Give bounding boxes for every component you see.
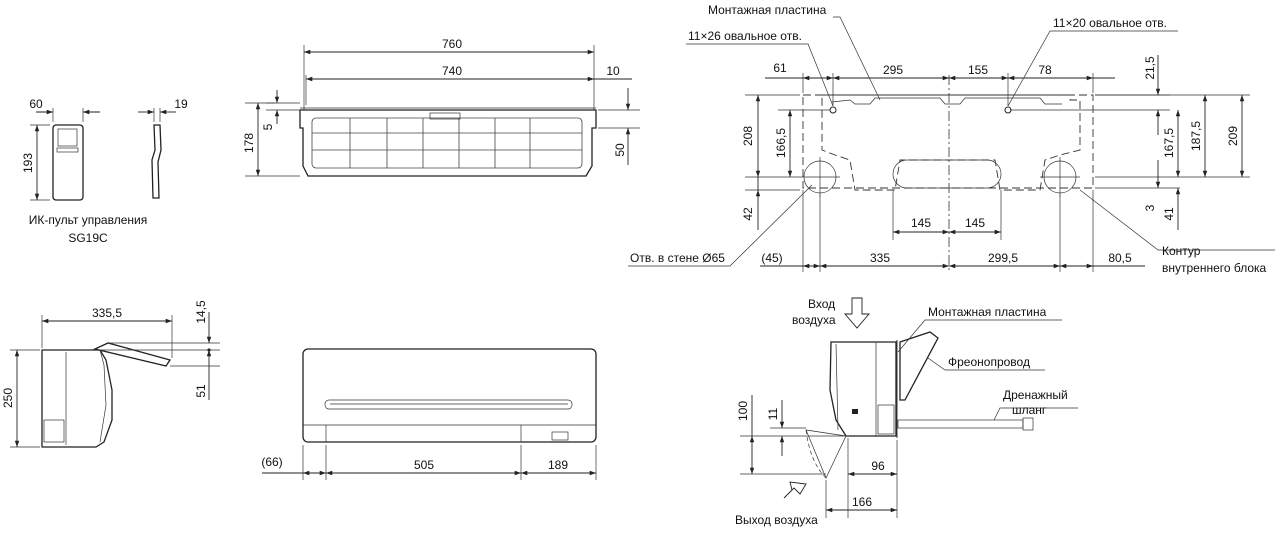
plate-hole-right-label: 11×20 овальное отв. (1053, 16, 1167, 30)
install-height-dim: 100 (736, 401, 750, 421)
plate-top-dim-0: 61 (773, 61, 787, 75)
bottom-right-dim: 189 (548, 458, 568, 472)
side-height-dim: 250 (1, 388, 15, 408)
unit-top-view: 760 740 10 5 178 50 (242, 37, 640, 177)
remote-height-dim: 193 (21, 153, 35, 173)
plate-bottom-dim-3: 80,5 (1108, 251, 1132, 265)
plate-right-top-dim: 21,5 (1143, 56, 1157, 80)
unit-front-view: (66) 505 189 (261, 348, 597, 480)
bottom-left-dim: (66) (261, 455, 282, 469)
plate-right-bottom-dim-0: 3 (1143, 204, 1157, 211)
plate-outline-label-2: внутреннего блока (1162, 261, 1267, 275)
remote-width-dim: 60 (29, 97, 43, 111)
air-out-label: Выход воздуха (735, 513, 818, 527)
install-dim-96: 96 (871, 459, 885, 473)
drain-label-1: Дренажный (1003, 388, 1068, 402)
side-bottom-dim: 51 (194, 384, 208, 398)
install-small-dim: 11 (766, 407, 780, 420)
unit-side-view: 335,5 14,5 51 250 (1, 300, 220, 448)
plate-top-dim-3: 78 (1038, 63, 1052, 77)
remote-depth-dim: 19 (174, 97, 188, 111)
plate-bottom-dim-1: 335 (870, 251, 890, 265)
plate-label: Монтажная пластина (708, 3, 827, 17)
plate-right-bottom-dim-1: 41 (1162, 207, 1176, 221)
plate-center-dim-0: 145 (911, 216, 931, 230)
plate-hole-left-label: 11×26 овальное отв. (688, 29, 802, 43)
bottom-mid-dim: 505 (414, 458, 434, 472)
plate-left-dim-0: 208 (741, 126, 755, 146)
plate-right-dim-1: 187,5 (1189, 121, 1203, 151)
air-in-label-2: воздуха (792, 313, 836, 327)
plate-center-dim-1: 145 (965, 216, 985, 230)
plate-left-dim-1: 166,5 (774, 128, 788, 158)
front-width-760: 760 (442, 37, 462, 51)
front-top-5: 5 (261, 123, 275, 130)
front-offset-10: 10 (606, 64, 620, 78)
front-width-740: 740 (442, 64, 462, 78)
remote-control-views: 60 193 19 ИК-пульт управления SG19C (21, 97, 188, 245)
plate-outline-label-1: Контур (1162, 244, 1201, 258)
plate-bottom-dim-2: 299,5 (988, 251, 1018, 265)
plate-bottom-dim-0: (45) (761, 251, 782, 265)
plate-right-dim-0: 167,5 (1162, 128, 1176, 158)
mounting-plate-view: 61 295 155 78 21,5 208 166,5 42 167,5 18… (628, 3, 1275, 275)
plate-wall-hole-label: Отв. в стене Ø65 (630, 251, 725, 265)
drain-label-2: шланг (1012, 403, 1047, 417)
plate-top-dim-2: 155 (968, 63, 988, 77)
install-plate-label: Монтажная пластина (928, 305, 1047, 319)
front-height-178: 178 (242, 133, 256, 153)
air-in-label-1: Вход (808, 297, 835, 311)
installation-view: Вход воздуха Выход воздуха Монтажная пла… (735, 297, 1078, 527)
plate-top-dim-1: 295 (883, 63, 903, 77)
side-depth-dim: 335,5 (92, 306, 122, 320)
plate-right-dim-2: 209 (1226, 126, 1240, 146)
side-top-dim: 14,5 (194, 300, 208, 324)
pipe-label: Фреонопровод (948, 355, 1030, 369)
remote-caption-line2: SG19C (68, 231, 108, 245)
install-dim-166: 166 (852, 495, 872, 509)
plate-left-bottom-dim: 42 (741, 207, 755, 221)
remote-caption-line1: ИК-пульт управления (29, 213, 147, 227)
front-right-50: 50 (613, 143, 627, 157)
